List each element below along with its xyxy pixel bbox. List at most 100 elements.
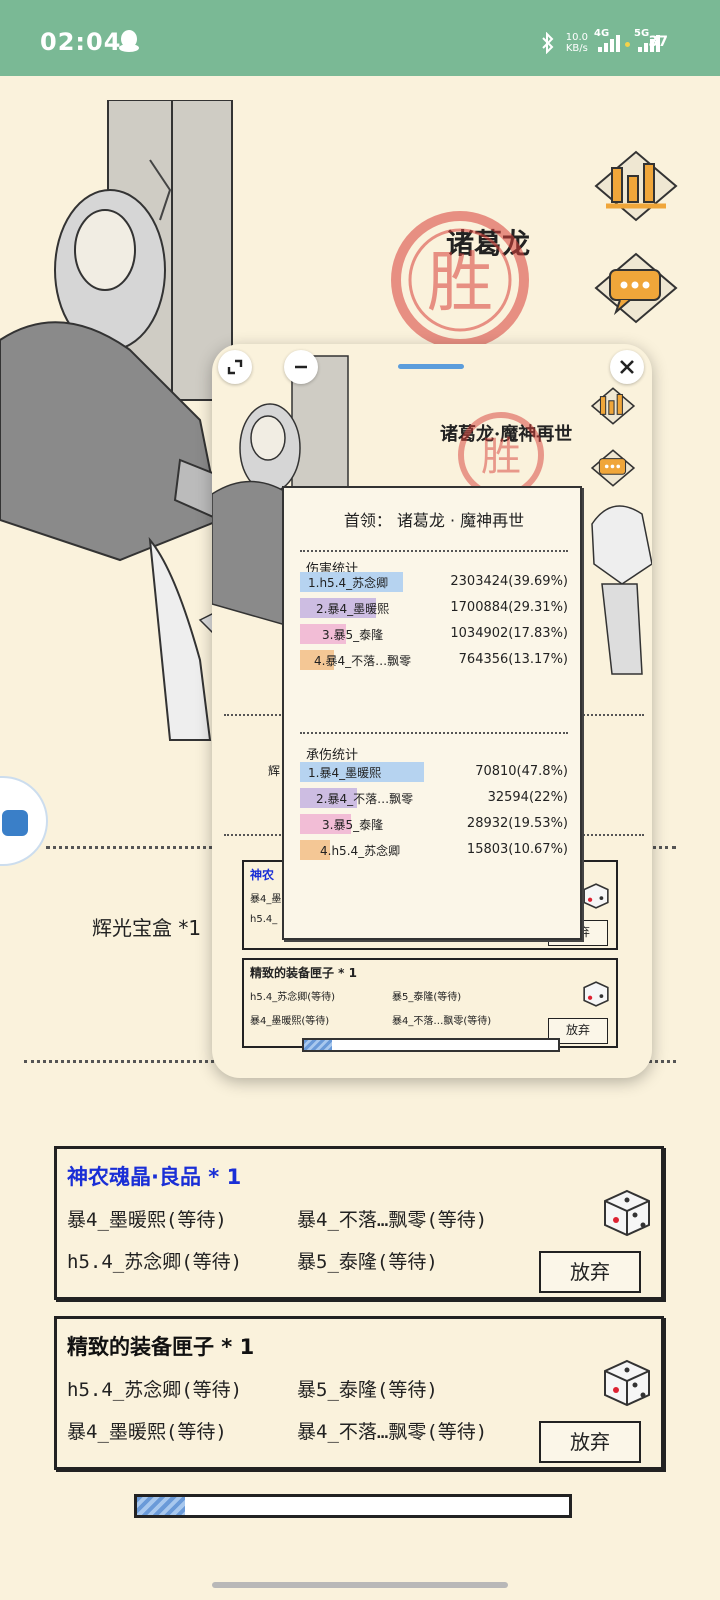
minimize-icon [295,365,307,369]
stats-value: 15803(10.67%) [466,842,568,857]
stats-value: 70810(47.8%) [475,764,568,779]
player-name: 1.暴4_墨暖熙 [308,766,382,780]
player-name: 2.暴4_墨暖熙 [316,602,390,616]
app-icon [2,810,28,836]
player-roll: 暴4_不落…飘零(等待) [297,1421,488,1443]
home-indicator[interactable] [212,1582,508,1588]
player-name: 3.暴5_泰隆 [322,628,384,642]
minimize-button[interactable] [284,350,318,384]
loot-title: 精致的装备匣子 * 1 [250,966,357,980]
close-icon [620,360,634,374]
chart-icon[interactable] [590,386,636,426]
dice-icon[interactable] [582,882,610,910]
floating-ball[interactable] [0,776,48,866]
status-icons: 10.0 KB/s 4G 5G [540,28,660,58]
player-roll: h5.4_苏念卿(等待) [67,1251,243,1273]
expand-button[interactable] [218,350,252,384]
player-roll: 暴5_泰隆(等待) [297,1251,438,1273]
dice-icon[interactable] [601,1187,653,1239]
status-bar: 02:04 10.0 KB/s 4G 5G 37 [0,0,720,76]
roll-progress-bar [302,1038,560,1052]
stats-bar [300,762,424,782]
expand-icon [227,359,243,375]
stats-row: 1.h5.4_苏念卿 2303424(39.69%) [300,572,568,592]
stats-title: 首领： 诸葛龙 · 魔神再世 [343,511,525,530]
player-roll: h5.4_ [250,914,278,925]
loot-box: 神农魂晶·良品 * 1 暴4_墨暖熙(等待) 暴4_不落…飘零(等待) h5.4… [54,1146,664,1300]
svg-text:胜: 胜 [481,434,521,480]
chart-icon[interactable] [592,150,680,222]
stats-bar [300,814,351,834]
dice-icon[interactable] [582,980,610,1008]
progress-fill [304,1040,332,1050]
reward-text-partial: 辉 [268,764,281,778]
floating-window: 诸葛龙·魔神再世 胜 辉 神农 暴4_墨 h5.4_ 放弃 精致的装备匣子 * … [212,344,652,1078]
divider [300,732,568,734]
stats-bar [300,788,357,808]
player-roll: h5.4_苏念卿(等待) [250,992,336,1003]
qq-icon [119,30,139,52]
stats-row: 3.暴5_泰隆 28932(19.53%) [300,814,568,834]
player-roll: 暴5_泰隆(等待) [297,1379,438,1401]
loot-title: 神农魂晶·良品 * 1 [67,1165,242,1189]
stats-value: 28932(19.53%) [466,816,568,831]
player-name: 4.h5.4_苏念卿 [320,844,401,858]
player-roll: 暴4_墨暖熙(等待) [67,1421,227,1443]
taken-section-title: 承伤统计 [306,748,359,763]
stats-value: 1700884(29.31%) [450,600,568,615]
victory-seal: 胜 [391,211,529,349]
player-roll: 暴5_泰隆(等待) [392,992,462,1003]
chat-icon[interactable] [590,448,636,488]
stats-bar [300,650,334,670]
stats-row: 2.暴4_墨暖熙 1700884(29.31%) [300,598,568,618]
stats-value: 32594(22%) [487,790,568,805]
chat-icon[interactable] [592,252,680,324]
bluetooth-icon [542,32,554,54]
dice-icon[interactable] [601,1357,653,1409]
close-button[interactable] [610,350,644,384]
signal-icon: 5G [634,28,660,52]
stats-bar [300,840,330,860]
stats-row: 3.暴5_泰隆 1034902(17.83%) [300,624,568,644]
player-roll: 暴4_墨 [250,894,282,905]
give-up-button[interactable]: 放弃 [539,1421,641,1463]
loot-title: 神农 [250,868,275,882]
player-roll: 暴4_不落…飘零(等待) [297,1209,488,1231]
give-up-button[interactable]: 放弃 [539,1251,641,1293]
boss-illustration [0,100,240,741]
signal-icon: 4G [594,28,620,52]
stats-bar [300,572,403,592]
network-speed: 10.0 KB/s [565,32,588,54]
stats-row: 4.h5.4_苏念卿 15803(10.67%) [300,840,568,860]
stats-value: 764356(13.17%) [458,652,568,667]
character-illustration [591,505,652,675]
stats-row: 1.暴4_墨暖熙 70810(47.8%) [300,762,568,782]
stats-bar [300,624,346,644]
battery-icon [625,42,630,47]
player-name: 1.h5.4_苏念卿 [308,576,389,590]
stats-row: 4.暴4_不落…飘零 764356(13.17%) [300,650,568,670]
battery-level: 37 [648,34,668,50]
drag-handle[interactable] [398,364,464,369]
progress-fill [137,1497,185,1515]
player-roll: 暴4_墨暖熙(等待) [250,1016,330,1027]
stats-bar [300,598,376,618]
stats-value: 2303424(39.69%) [450,574,568,589]
loot-box: 精致的装备匣子 * 1 h5.4_苏念卿(等待) 暴5_泰隆(等待) 暴4_墨暖… [242,958,618,1048]
roll-progress-bar [134,1494,572,1518]
player-name: 3.暴5_泰隆 [322,818,384,832]
player-name: 4.暴4_不落…飘零 [314,654,412,668]
svg-text:胜: 胜 [427,244,493,321]
divider [300,550,568,552]
reward-text: 辉光宝盒 *1 [92,916,202,940]
player-roll: 暴4_墨暖熙(等待) [67,1209,227,1231]
player-name: 2.暴4_不落…飘零 [316,792,414,806]
loot-box: 精致的装备匣子 * 1 h5.4_苏念卿(等待) 暴5_泰隆(等待) 暴4_墨暖… [54,1316,664,1470]
stats-value: 1034902(17.83%) [450,626,568,641]
loot-title: 精致的装备匣子 * 1 [67,1335,255,1359]
player-roll: 暴4_不落…飘零(等待) [392,1016,492,1027]
stats-row: 2.暴4_不落…飘零 32594(22%) [300,788,568,808]
player-roll: h5.4_苏念卿(等待) [67,1379,243,1401]
status-time: 02:04 [40,28,122,56]
